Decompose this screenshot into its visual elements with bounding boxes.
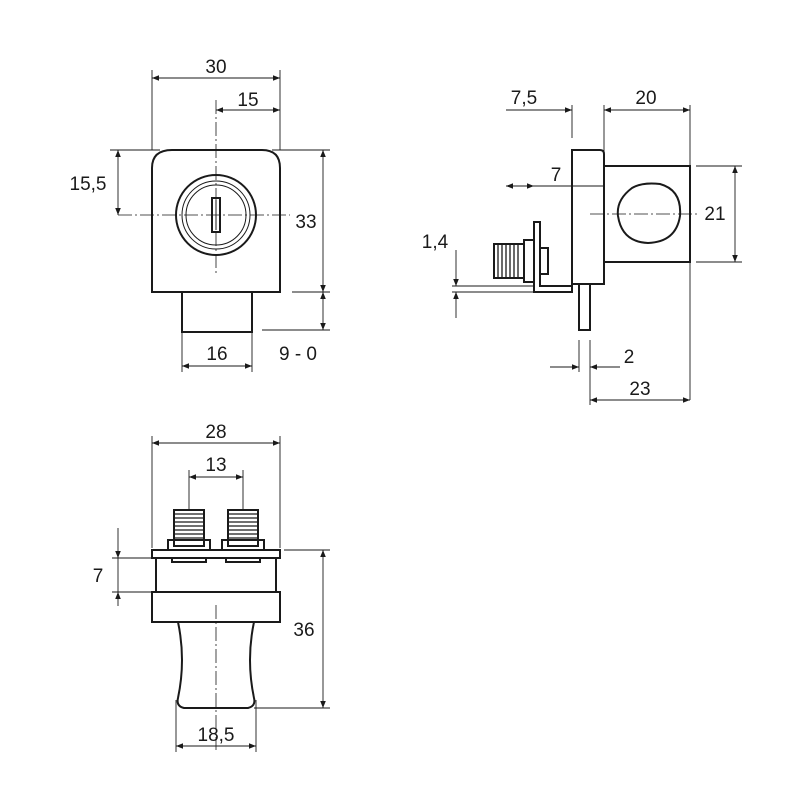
dim-side-total: 23 — [629, 379, 650, 400]
bottom-plate — [151, 549, 281, 559]
front-base-block — [181, 291, 253, 333]
bottom-body — [155, 557, 277, 593]
dim-side-height: 21 — [704, 204, 725, 225]
dim-side-depth: 20 — [635, 88, 656, 109]
dim-front-half: 15 — [237, 90, 258, 111]
bottom-post-threads — [174, 513, 258, 539]
side-pin — [578, 283, 591, 331]
bottom-view: 28 13 7 36 18,5 — [93, 422, 330, 752]
dim-bottom-width: 28 — [205, 422, 226, 443]
dim-bottom-base: 18,5 — [198, 725, 235, 746]
side-view: 7,5 20 7 21 1,4 2 23 — [422, 88, 742, 405]
dim-front-key-height: 15,5 — [70, 174, 107, 195]
side-bore — [616, 182, 682, 245]
side-plate — [571, 149, 605, 285]
side-washer — [539, 247, 549, 275]
dim-bottom-plate: 7 — [93, 566, 104, 587]
front-body — [151, 149, 281, 293]
dim-front-height: 33 — [295, 212, 316, 233]
dim-side-thread: 7 — [551, 165, 562, 186]
side-nut — [523, 239, 535, 283]
bottom-knob — [176, 621, 256, 709]
dim-side-offset: 7,5 — [511, 88, 537, 109]
dim-front-range: 9 - 0 — [279, 344, 317, 365]
dim-bottom-height: 36 — [293, 620, 314, 641]
dim-side-plate: 1,4 — [422, 232, 449, 253]
side-thread-lines — [497, 244, 519, 278]
dim-front-base: 16 — [206, 344, 227, 365]
dim-front-width: 30 — [205, 57, 226, 78]
front-view: 30 15 15,5 33 9 - 0 16 — [70, 57, 330, 372]
dim-side-pin: 2 — [624, 347, 635, 368]
dim-bottom-spacing: 13 — [205, 455, 226, 476]
